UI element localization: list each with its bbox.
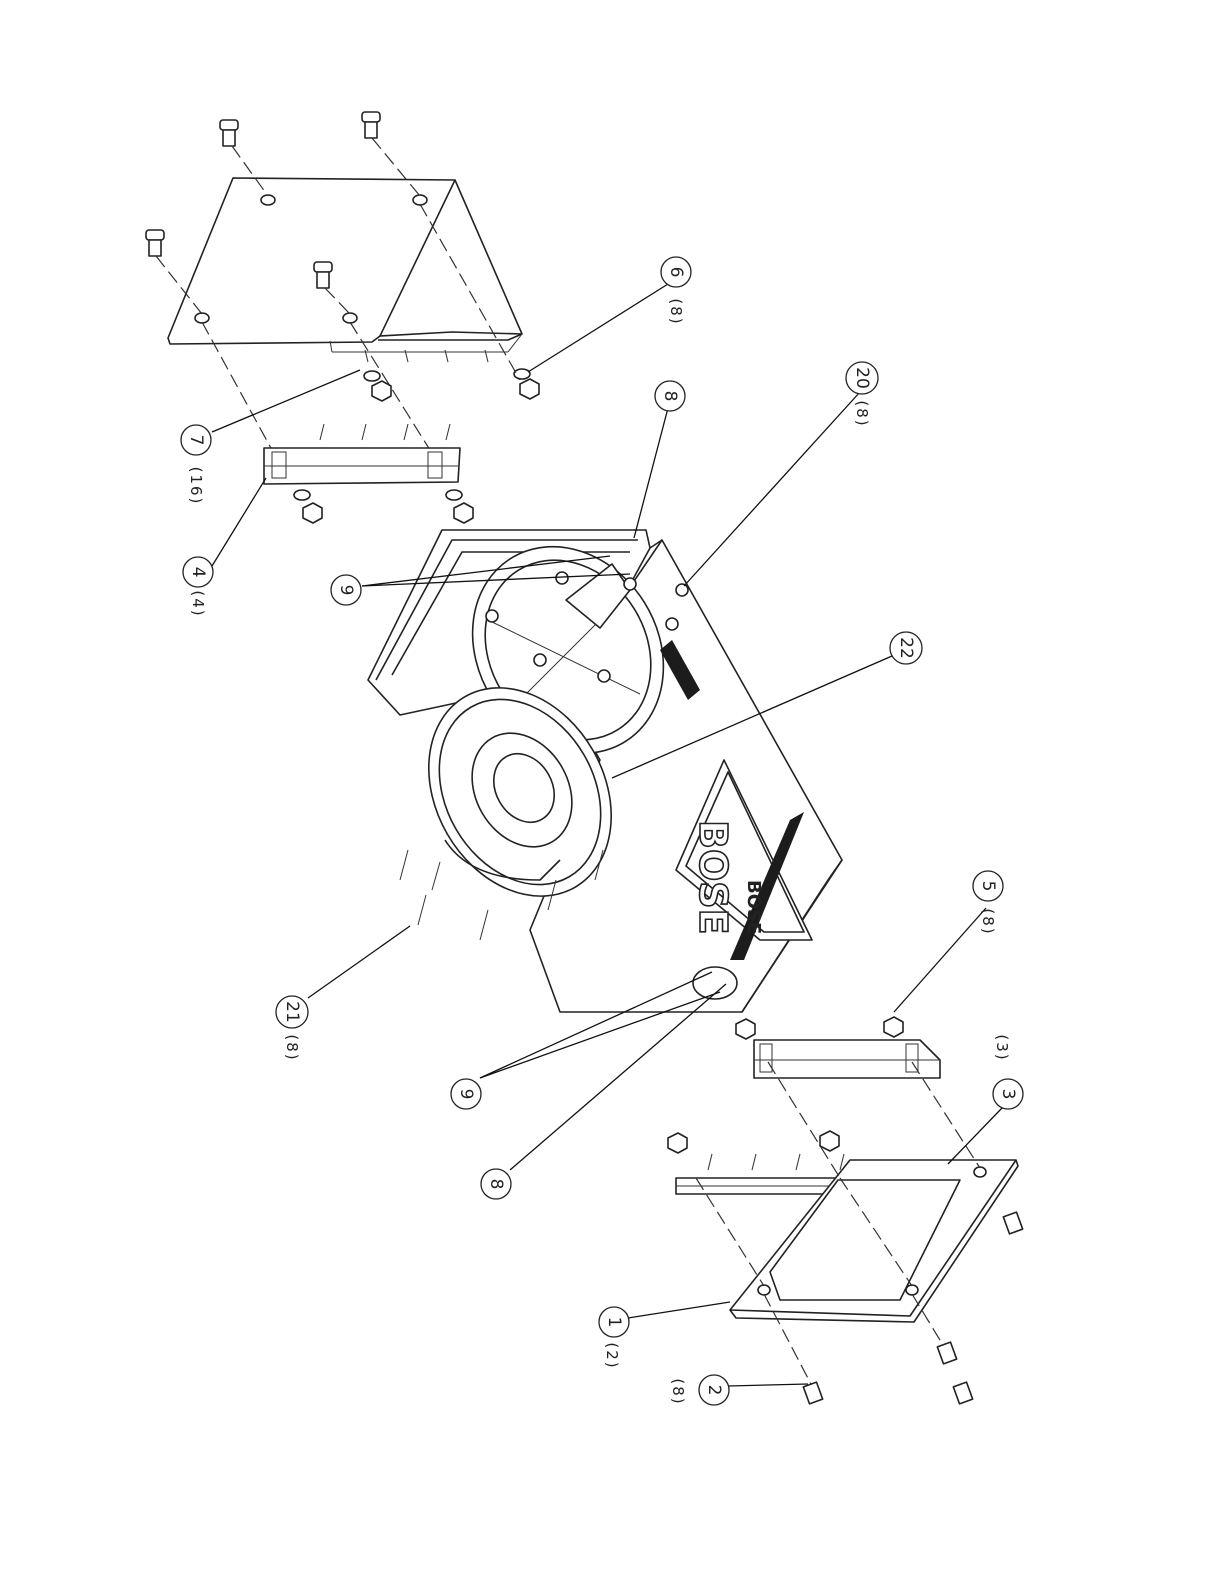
callout-qty: (16) bbox=[187, 467, 205, 506]
bottom-bracket bbox=[754, 1040, 940, 1078]
callout-number: 9 bbox=[456, 1089, 476, 1100]
callout-number: 3 bbox=[998, 1089, 1018, 1100]
callout-4: 4 (4) bbox=[183, 557, 213, 618]
nut bbox=[668, 1133, 687, 1153]
callout-22: 22 bbox=[890, 632, 922, 664]
nut bbox=[294, 490, 322, 523]
top-bracket bbox=[264, 424, 460, 484]
callout-qty: (3) bbox=[993, 1034, 1011, 1061]
nut bbox=[736, 1019, 755, 1039]
callout-number: 4 bbox=[188, 567, 208, 578]
nut bbox=[514, 369, 539, 399]
callout-3: 3 (3) bbox=[993, 1034, 1023, 1109]
callout-9-bottom: 9 bbox=[451, 1079, 481, 1109]
callout-2: 2 (8) bbox=[669, 1375, 729, 1406]
callout-qty: (4) bbox=[189, 590, 207, 617]
callout-qty: (8) bbox=[979, 908, 997, 935]
callout-8-bottom: 8 bbox=[481, 1169, 511, 1199]
callout-number: 6 bbox=[666, 267, 686, 278]
mounting-bolt bbox=[953, 1382, 972, 1404]
nut bbox=[364, 371, 391, 401]
callout-number: 8 bbox=[486, 1179, 506, 1190]
callout-qty: (8) bbox=[667, 298, 685, 325]
mounting-bolt bbox=[220, 120, 238, 146]
callout-qty: (2) bbox=[603, 1342, 621, 1369]
nut bbox=[820, 1131, 839, 1151]
callout-number: 20 bbox=[852, 367, 872, 389]
callout-qty: (8) bbox=[853, 400, 871, 427]
brand-logo: BOSE bbox=[691, 820, 735, 935]
callout-number: 21 bbox=[282, 1001, 302, 1023]
brand-logo: BOSE bbox=[743, 880, 764, 934]
callout-8-top: 8 bbox=[655, 381, 685, 411]
callout-number: 1 bbox=[604, 1317, 624, 1328]
callout-qty: (8) bbox=[283, 1034, 301, 1061]
callout-6: 6 (8) bbox=[661, 257, 691, 326]
nut bbox=[884, 1017, 903, 1037]
mounting-bolt bbox=[146, 230, 164, 256]
mounting-bolt bbox=[362, 112, 380, 138]
top-mounting-plate bbox=[168, 178, 522, 362]
callout-7: 7 (16) bbox=[181, 425, 211, 505]
mounting-bolt bbox=[1003, 1212, 1022, 1234]
callout-number: 22 bbox=[896, 637, 916, 659]
callout-qty: (8) bbox=[669, 1378, 687, 1405]
mounting-bolt bbox=[803, 1382, 822, 1404]
callout-number: 2 bbox=[704, 1385, 724, 1396]
callout-5: 5 (8) bbox=[973, 871, 1003, 936]
callout-1: 1 (2) bbox=[599, 1307, 629, 1370]
callout-20: 20 (8) bbox=[846, 362, 878, 428]
callout-number: 5 bbox=[978, 881, 998, 892]
nut bbox=[446, 490, 473, 523]
callout-9-top: 9 bbox=[331, 575, 361, 605]
callout-number: 9 bbox=[336, 585, 356, 596]
mounting-bolt bbox=[314, 262, 332, 288]
callout-21: 21 (8) bbox=[276, 996, 308, 1062]
mounting-bolt bbox=[937, 1342, 956, 1364]
callout-number: 8 bbox=[660, 391, 680, 402]
callout-number: 7 bbox=[186, 435, 206, 446]
